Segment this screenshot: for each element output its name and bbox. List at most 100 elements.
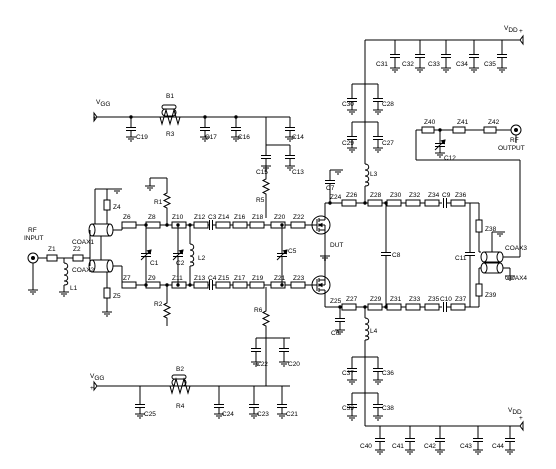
ref-C12: C12: [444, 155, 456, 162]
ref-L1: L1: [70, 285, 78, 292]
ref-Z30: Z30: [390, 192, 402, 199]
ref-R2: R2: [154, 301, 163, 308]
ref-C3: C3: [208, 214, 217, 221]
ref-C32: C32: [402, 61, 414, 68]
vdd-bottom-label: VDD: [508, 407, 522, 416]
ref-Z28: Z28: [370, 192, 382, 199]
ref-C16: C16: [238, 134, 250, 141]
ref-Z24: Z24: [330, 194, 342, 201]
ref-Z9: Z9: [148, 275, 156, 282]
ref-C44: C44: [492, 443, 504, 450]
ref-Z32: Z32: [409, 192, 421, 199]
ref-C10: C10: [440, 296, 452, 303]
ref-C31: C31: [376, 61, 388, 68]
ref-Z36: Z36: [455, 192, 467, 199]
rf-output-label-2: OUTPUT: [498, 145, 525, 152]
ref-Z21: Z21: [274, 275, 286, 282]
ref-Z6: Z6: [123, 214, 131, 221]
vgg-top-label: VGG: [96, 99, 110, 108]
ref-C27: C27: [382, 140, 394, 147]
ref-C14: C14: [292, 134, 304, 141]
ref-Z5: Z5: [113, 293, 121, 300]
ref-Z14: Z14: [218, 214, 230, 221]
vdd-top-label: VDD: [504, 25, 518, 34]
ref-B1: B1: [166, 93, 174, 100]
rf-input-label-2: INPUT: [24, 235, 44, 242]
ref-C9: C9: [442, 192, 451, 199]
ref-Z1: Z1: [48, 246, 56, 253]
vgg-top-bias: [93, 104, 296, 218]
ref-Z25: Z25: [330, 298, 342, 305]
ref-C2: C2: [176, 260, 185, 267]
ref-C41: C41: [392, 443, 404, 450]
ref-Z10: Z10: [172, 214, 184, 221]
ref-Z31: Z31: [390, 296, 402, 303]
ref-C43: C43: [460, 443, 472, 450]
vdd-top-plus: +: [519, 28, 523, 35]
ref-C33: C33: [428, 61, 440, 68]
drain-lower: [324, 300, 479, 350]
ref-C25: C25: [144, 411, 156, 418]
ref-R5: R5: [256, 197, 265, 204]
vgg-bottom-label: VGG: [90, 373, 104, 382]
ref-Z4: Z4: [113, 204, 121, 211]
ref-Z20: Z20: [274, 214, 286, 221]
vgg-bottom-bias: [93, 287, 290, 419]
ref-C7: C7: [326, 185, 335, 192]
ref-Z15: Z15: [218, 275, 230, 282]
ref-C8: C8: [392, 252, 401, 259]
ref-C35: C35: [484, 61, 496, 68]
ref-C42: C42: [424, 443, 436, 450]
ref-Z19: Z19: [252, 275, 264, 282]
rf-input-section: [27, 188, 123, 317]
drain-upper: [324, 152, 479, 303]
ref-Z13: Z13: [194, 275, 206, 282]
ref-Z34: Z34: [428, 192, 440, 199]
ref-Z33: Z33: [409, 296, 421, 303]
ref-Z11: Z11: [172, 275, 183, 282]
dut-label: DUT: [330, 242, 343, 249]
vgg-bottom-plus: +: [90, 385, 94, 392]
ref-Z18: Z18: [252, 214, 264, 221]
ref-Z22: Z22: [293, 214, 305, 221]
output-balun: [464, 160, 521, 307]
ref-R4: R4: [176, 403, 185, 410]
ref-C17: C17: [205, 134, 217, 141]
ref-C1: C1: [150, 260, 159, 267]
ref-Z39: Z39: [485, 292, 497, 299]
ref-L2: L2: [198, 255, 206, 262]
ref-C22: C22: [256, 361, 268, 368]
ref-Z29: Z29: [370, 296, 382, 303]
coax4-label: COAX4: [505, 275, 527, 282]
ref-L3: L3: [370, 171, 378, 178]
ref-Z8: Z8: [148, 214, 156, 221]
ref-L4: L4: [370, 328, 378, 335]
ref-C23: C23: [257, 411, 269, 418]
ref-Z7: Z7: [123, 275, 131, 282]
ref-Z23: Z23: [293, 275, 305, 282]
ref-R6: R6: [254, 307, 263, 314]
rf-input-label-1: RF: [28, 227, 37, 234]
ref-C29: C29: [342, 140, 354, 147]
ref-Z40: Z40: [424, 119, 436, 126]
ref-C30: C30: [342, 101, 354, 108]
ref-C19: C19: [136, 134, 148, 141]
rf-output-label-1: RF: [510, 137, 519, 144]
ref-C24: C24: [222, 411, 234, 418]
ref-R1: R1: [154, 199, 163, 206]
ref-B2: B2: [176, 366, 184, 373]
ref-Z38: Z38: [485, 226, 497, 233]
ref-Z16: Z16: [234, 214, 246, 221]
ref-C40: C40: [360, 443, 372, 450]
ref-C34: C34: [456, 61, 468, 68]
dut-transistors: [311, 210, 331, 300]
coax3-label: COAX3: [505, 245, 527, 252]
ref-Z26: Z26: [346, 192, 358, 199]
ref-Z17: Z17: [234, 275, 246, 282]
vgg-top-plus: +: [93, 115, 97, 122]
coax1-label: COAX1: [72, 239, 94, 246]
ref-C28: C28: [382, 101, 394, 108]
ref-C21: C21: [286, 411, 298, 418]
ref-Z2: Z2: [73, 246, 81, 253]
